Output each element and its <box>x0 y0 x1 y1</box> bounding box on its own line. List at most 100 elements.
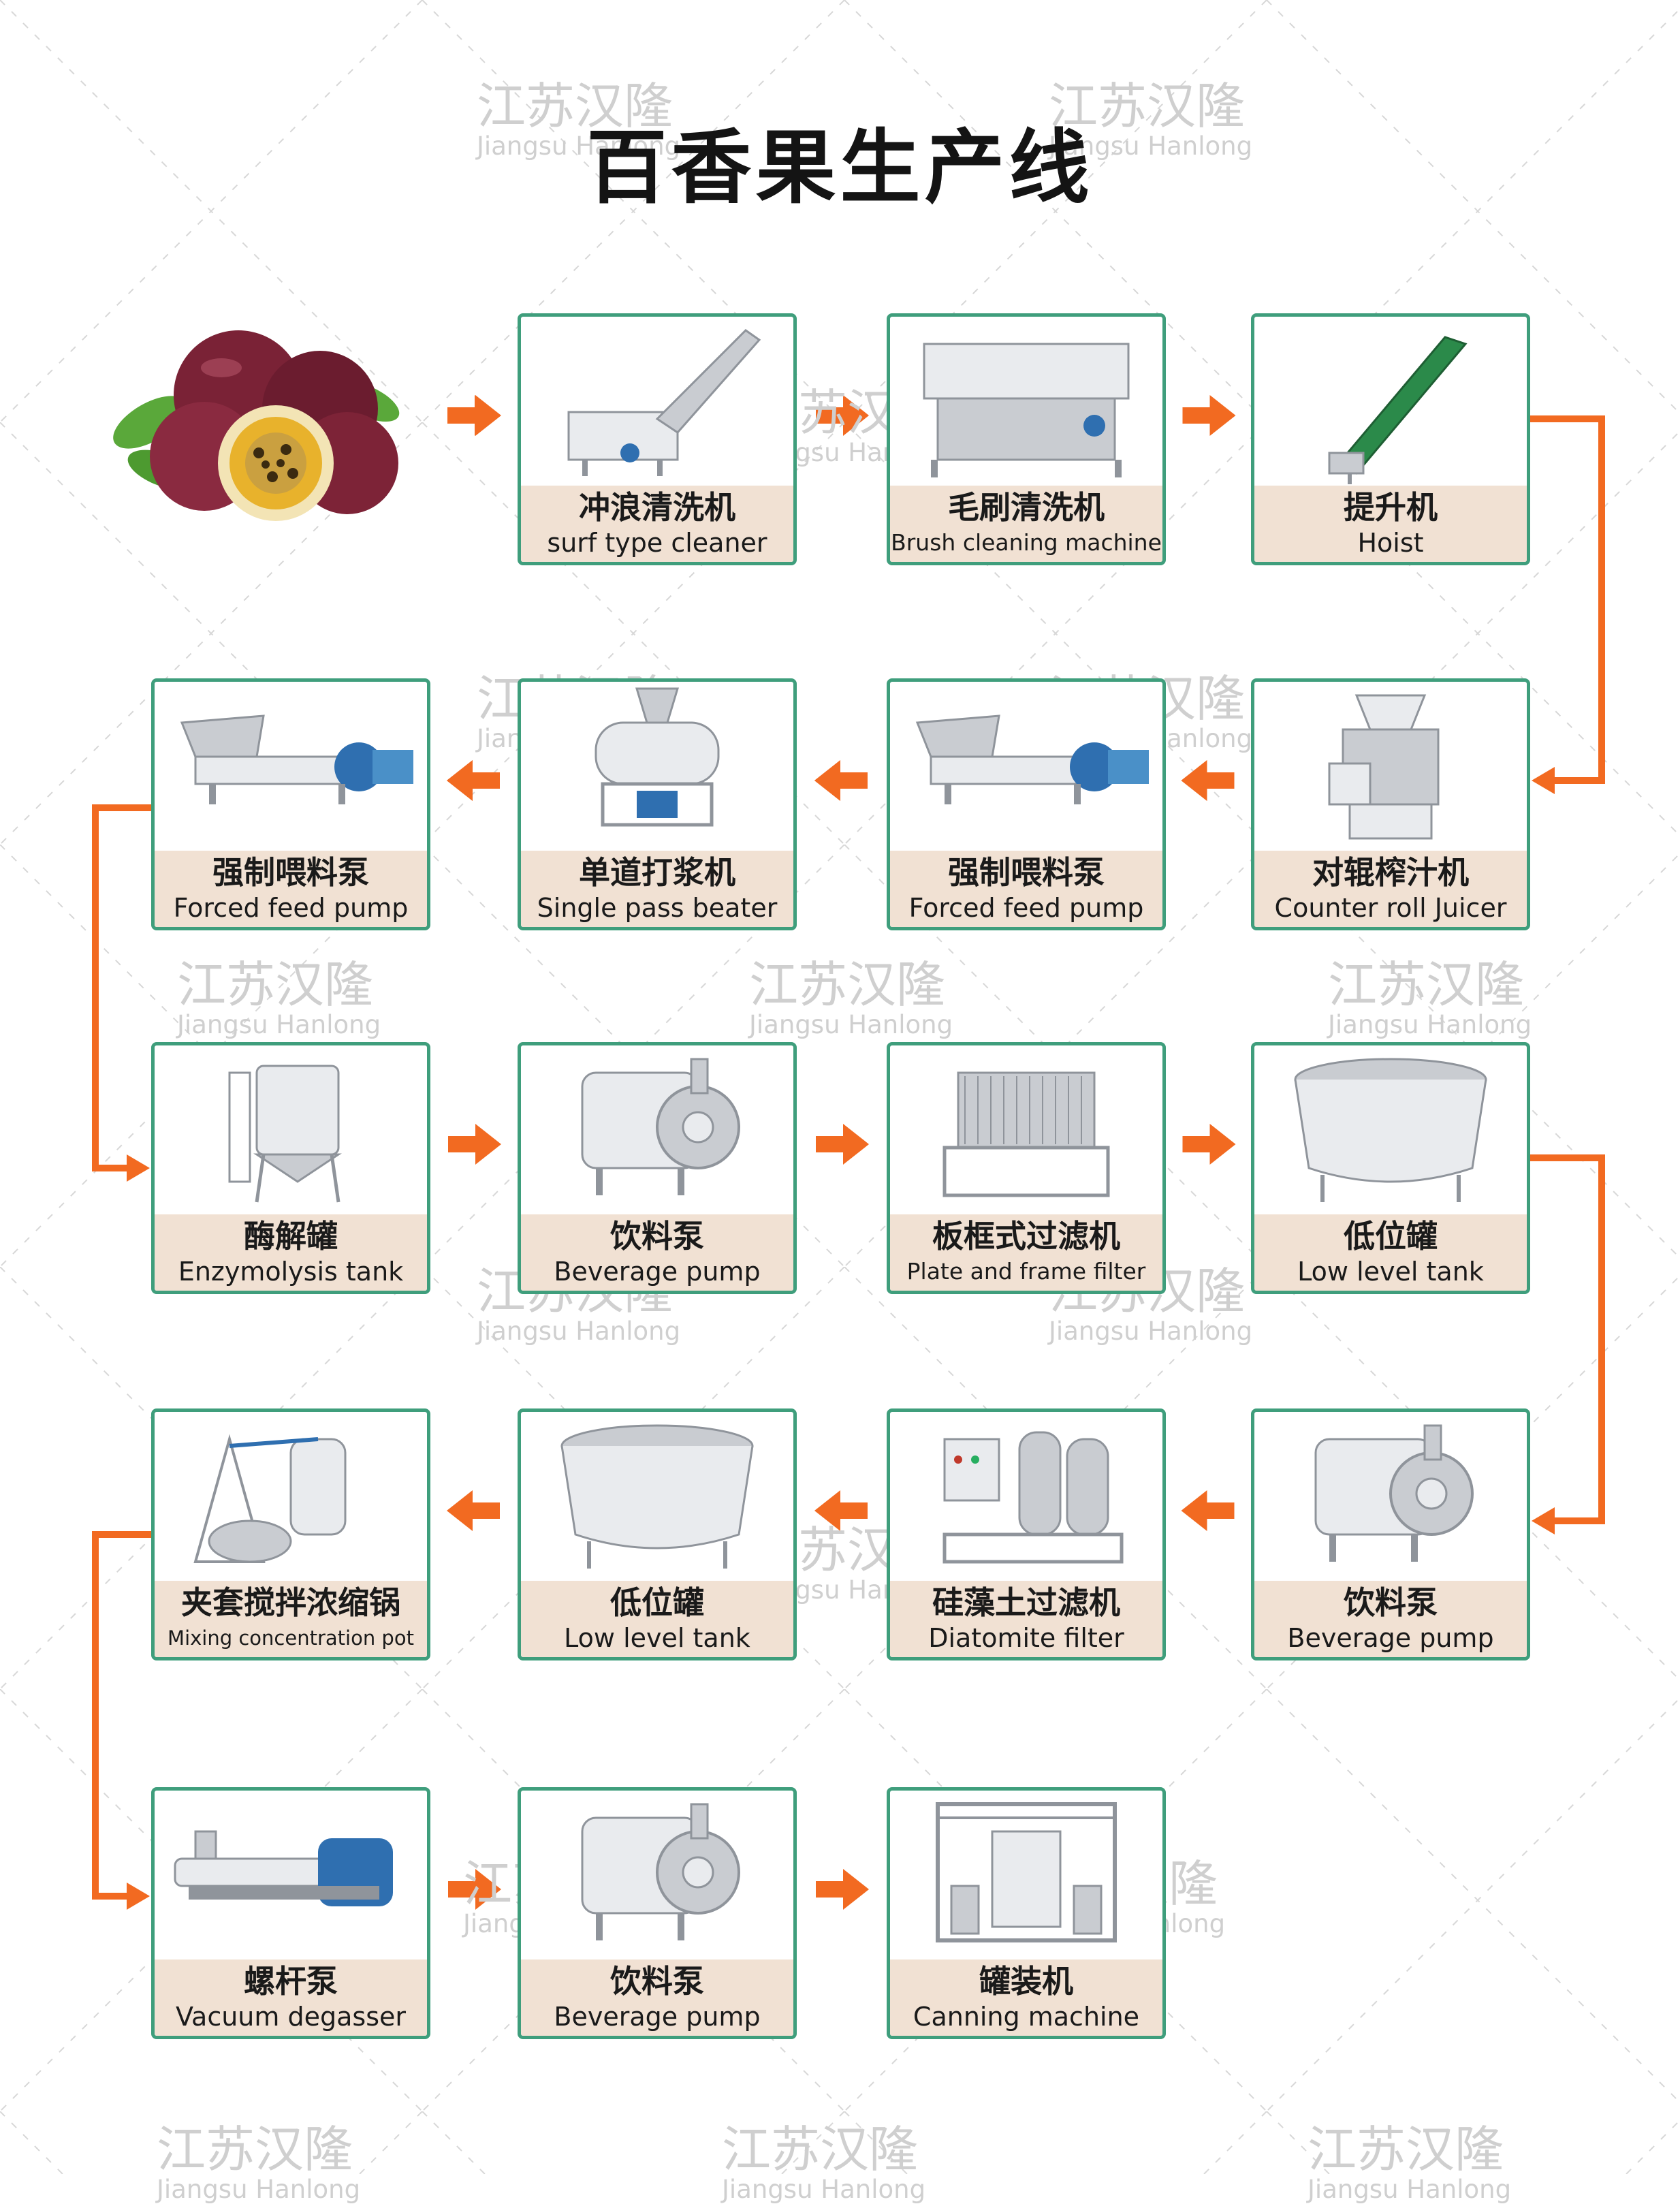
step-name-en: Plate and frame filter <box>906 1258 1146 1285</box>
step-card-10: 板框式过滤机 Plate and frame filter <box>887 1042 1166 1294</box>
step-label: 酶解罐 Enzymolysis tank <box>155 1214 427 1291</box>
step-name-zh: 板框式过滤机 <box>932 1218 1120 1255</box>
step-name-en: Canning machine <box>913 2002 1140 2032</box>
step-card-8: 酶解罐 Enzymolysis tank <box>151 1042 430 1294</box>
watermark-zh: 江苏汉隆 <box>157 2121 353 2178</box>
step-card-15: 夹套搅拌浓缩锅 Mixing concentration pot <box>151 1408 430 1660</box>
flow-arrow-left <box>1181 1490 1235 1531</box>
step-label: 饮料泵 Beverage pump <box>521 1959 793 2036</box>
step-card-9: 饮料泵 Beverage pump <box>518 1042 797 1294</box>
step-name-zh: 毛刷清洗机 <box>948 489 1105 526</box>
step-name-zh: 强制喂料泵 <box>948 854 1105 891</box>
feed-pump-icon <box>915 714 1149 804</box>
step-label: 夹套搅拌浓缩锅 Mixing concentration pot <box>155 1581 427 1657</box>
passion-fruit-image <box>113 330 400 521</box>
connector-head-row5 <box>127 1883 150 1910</box>
step-name-en: Low level tank <box>1297 1257 1484 1287</box>
step-name-zh: 罐装机 <box>979 1963 1073 2000</box>
feed-pump-icon <box>180 714 413 804</box>
connector-row4-row5 <box>92 1531 151 1900</box>
watermark-en: Jiangsu Hanlong <box>157 2175 361 2204</box>
step-card-13: 硅藻土过滤机 Diatomite filter <box>887 1408 1166 1660</box>
step-name-en: Single pass beater <box>537 893 778 923</box>
step-name-en: Mixing concentration pot <box>168 1626 414 1650</box>
step-card-12: 饮料泵 Beverage pump <box>1251 1408 1530 1660</box>
watermark-en: Jiangsu Hanlong <box>1049 1317 1253 1346</box>
connector-row1-row2 <box>1530 415 1605 784</box>
connector-row3-row4 <box>1530 1154 1605 1524</box>
step-label: 单道打浆机 Single pass beater <box>521 851 793 927</box>
connector-head-row2 <box>1532 767 1555 794</box>
step-card-4: 对辊榨汁机 Counter roll Juicer <box>1251 678 1530 930</box>
step-name-zh: 饮料泵 <box>1344 1584 1438 1621</box>
flow-arrow-right <box>816 395 869 436</box>
step-name-en: Forced feed pump <box>908 893 1144 923</box>
step-label: 强制喂料泵 Forced feed pump <box>890 851 1162 927</box>
low-tank-icon <box>560 1424 754 1569</box>
step-label: 对辊榨汁机 Counter roll Juicer <box>1254 851 1527 927</box>
page-title: 百香果生产线 <box>586 120 1094 215</box>
step-card-18: 罐装机 Canning machine <box>887 1787 1166 2039</box>
flow-arrow-left <box>814 1490 868 1531</box>
flow-arrow-left <box>447 1490 500 1531</box>
step-card-11: 低位罐 Low level tank <box>1251 1042 1530 1294</box>
step-card-6: 单道打浆机 Single pass beater <box>518 678 797 930</box>
watermark-en: Jiangsu Hanlong <box>722 2175 926 2204</box>
step-name-zh: 低位罐 <box>1344 1218 1438 1255</box>
step-name-zh: 提升机 <box>1344 489 1438 526</box>
step-name-en: Counter roll Juicer <box>1274 893 1507 923</box>
step-label: 饮料泵 Beverage pump <box>521 1214 793 1291</box>
watermark-zh: 江苏汉隆 <box>749 956 946 1013</box>
step-label: 提升机 Hoist <box>1254 486 1527 562</box>
step-label: 硅藻土过滤机 Diatomite filter <box>890 1581 1162 1657</box>
flow-arrow-right <box>448 395 501 436</box>
step-label: 低位罐 Low level tank <box>1254 1214 1527 1291</box>
step-label: 毛刷清洗机 Brush cleaning machine <box>890 486 1162 562</box>
flow-arrow-left <box>1181 760 1235 801</box>
step-card-17: 饮料泵 Beverage pump <box>518 1787 797 2039</box>
step-name-zh: 硅藻土过滤机 <box>932 1584 1120 1621</box>
step-name-en: Diatomite filter <box>928 1623 1124 1653</box>
flow-arrow-left <box>814 760 868 801</box>
step-card-1: 冲浪清洗机 surf type cleaner <box>518 313 797 565</box>
step-name-zh: 酶解罐 <box>244 1218 338 1255</box>
step-card-16: 螺杆泵 Vacuum degasser <box>151 1787 430 2039</box>
plate-filter-icon <box>942 1071 1110 1197</box>
step-label: 板框式过滤机 Plate and frame filter <box>890 1214 1162 1291</box>
watermark-en: Jiangsu Hanlong <box>1328 1010 1532 1039</box>
tank-icon <box>228 1065 342 1203</box>
step-label: 低位罐 Low level tank <box>521 1581 793 1657</box>
screw-pump-icon <box>174 1830 393 1906</box>
hoist-conveyor-icon <box>1328 336 1468 484</box>
connector-head-row4 <box>1532 1507 1555 1534</box>
watermark-en: Jiangsu Hanlong <box>477 1317 681 1346</box>
flow-arrow-right <box>816 1124 869 1165</box>
watermark-zh: 江苏汉隆 <box>177 956 374 1013</box>
step-card-14: 低位罐 Low level tank <box>518 1408 797 1660</box>
step-name-en: Hoist <box>1357 528 1424 558</box>
flow-arrows <box>447 395 1236 1910</box>
centrifugal-pump-icon <box>581 1803 740 1940</box>
watermark-en: Jiangsu Hanlong <box>177 1010 381 1039</box>
roll-juicer-icon <box>1328 694 1440 840</box>
watermark-zh: 江苏汉隆 <box>1328 956 1525 1013</box>
flow-arrow-right <box>448 1869 501 1910</box>
brush-washer-icon <box>923 343 1130 477</box>
step-name-en: surf type cleaner <box>547 528 767 558</box>
step-name-zh: 低位罐 <box>610 1584 704 1621</box>
step-card-3: 提升机 Hoist <box>1251 313 1530 565</box>
step-name-en: Beverage pump <box>554 1257 761 1287</box>
step-name-en: Brush cleaning machine <box>891 529 1162 556</box>
watermark-zh: 江苏汉隆 <box>1049 78 1246 135</box>
centrifugal-pump-icon <box>581 1058 740 1195</box>
watermark-zh: 江苏汉隆 <box>477 78 673 135</box>
step-name-en: Vacuum degasser <box>176 2002 406 2032</box>
watermark-zh: 江苏汉隆 <box>1307 2121 1504 2178</box>
step-name-zh: 单道打浆机 <box>579 854 735 891</box>
